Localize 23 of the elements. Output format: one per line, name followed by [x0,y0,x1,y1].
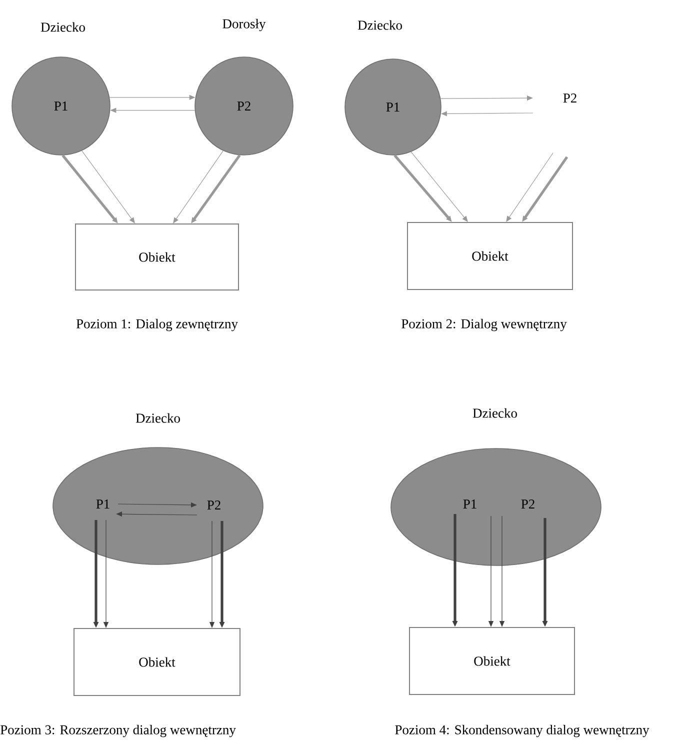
caption: Poziom 4: Skondensowany dialog wewnętrzny [395,724,650,738]
heading: Dziecko [40,22,85,32]
node-label: P1 [96,500,110,508]
heading: Dziecko [358,20,402,30]
object-box: Obiekt [75,224,239,290]
node-label: P2 [207,500,220,510]
caption: Poziom 3: Rozszerzony dialog wewnętrzny [0,724,236,738]
arrow [116,512,198,517]
node-label: P2 [521,500,534,508]
object-box: Obiekt [407,222,573,290]
heading: Dziecko [136,413,180,423]
object-box: Obiekt [409,627,575,695]
heading: Dziecko [472,408,517,418]
arrow [82,150,135,224]
node-label: P1 [463,500,476,508]
heading: Dorosły [222,18,266,32]
object-box: Obiekt [74,628,240,696]
caption: Poziom 2: Dialog wewnętrzny [402,318,567,332]
arrow [173,150,224,224]
arrow [410,152,468,222]
arrow [506,152,554,222]
node-label: P2 [563,94,576,102]
caption: Poziom 1: Dialog zewnętrzny [76,318,238,332]
